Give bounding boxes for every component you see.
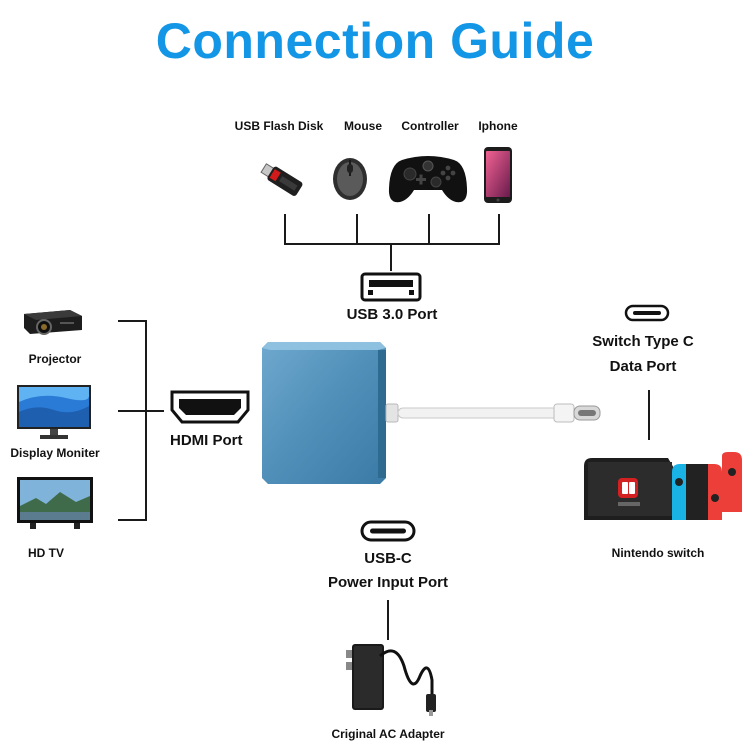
mouse-icon	[328, 154, 372, 202]
usb-bracket-line	[498, 214, 500, 244]
usb-bracket-line	[390, 243, 392, 271]
hdmi-port-label: HDMI Port	[170, 432, 243, 449]
usb-bracket-line	[428, 214, 430, 244]
usb-c-power-port-icon	[360, 520, 416, 542]
power-port-label-line1: USB-C	[364, 550, 412, 567]
hdmi-bracket-line	[145, 320, 147, 521]
usb-flash-disk-label: USB Flash Disk	[234, 119, 324, 133]
power-port-label-line2: Power Input Port	[328, 574, 448, 591]
page-title: Connection Guide	[155, 13, 595, 69]
hdmi-port-icon	[170, 390, 250, 424]
ac-adapter-icon	[340, 636, 440, 718]
usb-flash-disk-icon	[258, 158, 304, 202]
hdmi-bracket-line	[118, 519, 146, 521]
iphone-label: Iphone	[478, 119, 518, 133]
tv-label: HD TV	[28, 546, 64, 560]
nintendo-switch-label: Nintendo switch	[611, 546, 705, 560]
usb-c-port-icon	[624, 304, 670, 322]
ac-adapter-label: Criginal AC Adapter	[331, 727, 445, 741]
monitor-label: Display Moniter	[10, 446, 100, 460]
projector-label: Projector	[28, 352, 82, 366]
tv-icon	[16, 476, 94, 532]
usb-bracket-line	[284, 214, 286, 244]
mouse-label: Mouse	[343, 119, 383, 133]
usb3-port-label: USB 3.0 Port	[346, 306, 438, 323]
controller-label: Controller	[401, 119, 459, 133]
type-c-port-label-line1: Switch Type C	[592, 333, 694, 350]
switch-connector-line	[648, 390, 650, 440]
game-controller-icon	[388, 152, 468, 206]
power-connector-line	[387, 600, 389, 640]
usb-c-hub-adapter	[254, 338, 614, 490]
projector-icon	[20, 300, 86, 340]
nintendo-switch-icon	[582, 452, 744, 526]
monitor-icon	[16, 384, 92, 440]
hdmi-bracket-line	[118, 410, 164, 412]
smartphone-icon	[483, 146, 513, 204]
hdmi-bracket-line	[118, 320, 146, 322]
usb-a-port-icon	[360, 272, 422, 302]
usb-bracket-line	[284, 243, 500, 245]
type-c-port-label-line2: Data Port	[609, 358, 677, 375]
usb-bracket-line	[356, 214, 358, 244]
